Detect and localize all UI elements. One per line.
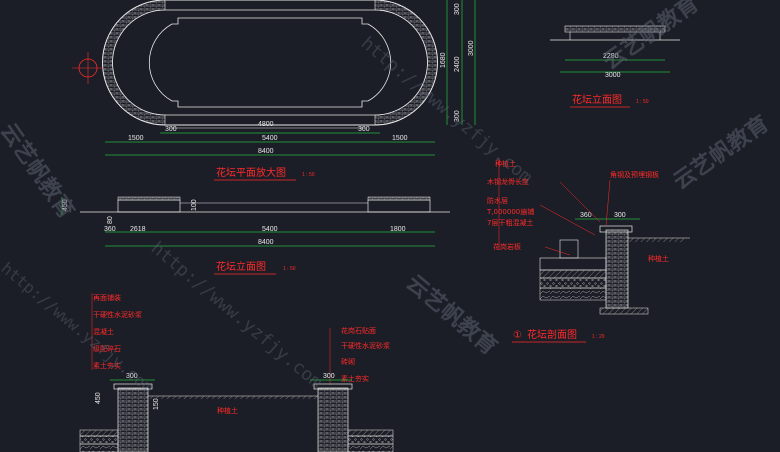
- bottom-left-label-0: 再面铺装: [93, 293, 121, 302]
- small-elev-dim-3000: 3000: [605, 72, 621, 79]
- bottom-right-label-1: 干硬性水泥砂浆: [341, 341, 390, 350]
- elev-dim-450: 450: [62, 199, 69, 211]
- plan-scale: 1 : 50: [302, 172, 315, 178]
- section-title: 花坛剖面图: [527, 328, 577, 341]
- elev-dim-100: 100: [191, 199, 198, 211]
- watermark-brand-1: 云艺帆教育: [0, 119, 79, 224]
- elev-dim-360: 360: [104, 226, 116, 233]
- plan-coping-left: [102, 0, 166, 126]
- elev-dim-2618: 2618: [130, 226, 146, 233]
- section-dim-300: 300: [614, 212, 626, 219]
- plan-dim-300-left: 300: [165, 126, 177, 133]
- plan-dim-300-top: 300: [454, 3, 461, 15]
- section-label-1: 木钢龙骨长度: [487, 177, 529, 186]
- section-view: 360 300 种植土 木钢龙骨长度 防水层 T,000000遍铺 7层干粗混凝…: [486, 158, 690, 343]
- watermark-brand-2: 云艺帆教育: [599, 0, 704, 75]
- plan-dim-1500-right: 1500: [392, 135, 408, 142]
- bottom-left-label-2: 混凝土: [93, 327, 114, 336]
- bottom-right-label-0: 花岗石贴面: [341, 326, 376, 335]
- bottom-soil-label: 种植土: [217, 406, 238, 415]
- bottom-dim-150: 150: [153, 398, 160, 410]
- bottom-dim-300-right: 300: [323, 373, 335, 380]
- section-label-5: 花岗岩板: [493, 242, 521, 251]
- bottom-left-label-1: 干硬性水泥砂浆: [93, 310, 142, 319]
- watermark-brand-3: 云艺帆教育: [669, 111, 774, 195]
- plan-bed-outline: [148, 17, 392, 108]
- bottom-left-label-3: 级配碎石: [93, 344, 121, 353]
- plan-dim-1500-left: 1500: [128, 135, 144, 142]
- watermark-url-3: http://www.yzfjy.com: [0, 259, 157, 397]
- small-elevation-view: 2280 3000 花坛立面图 1 : 50: [550, 25, 680, 108]
- bottom-section-view: 再面铺装 干硬性水泥砂浆 混凝土 级配碎石 素土夯实 花岗石贴面 干硬性水泥砂浆…: [79, 293, 394, 452]
- bottom-left-label-4: 素土夯实: [93, 361, 121, 370]
- plan-dim-2400: 2400: [454, 56, 461, 72]
- small-elevation-scale: 1 : 50: [636, 99, 649, 105]
- elevation-scale: 1 : 50: [283, 266, 296, 272]
- plan-dim-8400: 8400: [258, 148, 274, 155]
- elevation-view: 450 100 80 360 2618 5400 1800 8400 花坛立面图…: [61, 196, 450, 275]
- watermark-brand-4: 云艺帆教育: [401, 270, 502, 361]
- elev-dim-8400: 8400: [258, 239, 274, 246]
- section-label-2: 防水层: [487, 196, 508, 205]
- plan-dim-3000: 3000: [468, 40, 475, 56]
- section-label-0: 种植土: [495, 159, 516, 168]
- section-number: ①: [513, 330, 522, 341]
- bottom-dim-300-left: 300: [126, 373, 138, 380]
- section-label-3: T,000000遍铺: [486, 207, 534, 216]
- plan-center-marker: [72, 52, 104, 84]
- elev-dim-1800: 1800: [390, 226, 406, 233]
- bottom-right-label-2: 砖砌: [341, 357, 355, 366]
- small-elevation-title: 花坛立面图: [572, 93, 622, 106]
- elev-dim-5400: 5400: [262, 226, 278, 233]
- plan-dim-1680: 1680: [440, 52, 447, 68]
- plan-dim-5400: 5400: [262, 135, 278, 142]
- plan-dim-300-right: 300: [358, 126, 370, 133]
- bottom-right-label-3: 素土夯实: [341, 374, 369, 383]
- plan-dim-300-bottom: 300: [454, 110, 461, 122]
- bottom-dim-450: 450: [95, 392, 102, 404]
- elevation-title: 花坛立面图: [216, 260, 266, 273]
- section-scale: 1 : 20: [592, 334, 605, 340]
- plan-dim-4800: 4800: [258, 121, 274, 128]
- section-label-top: 角钢及预埋钢板: [610, 170, 659, 179]
- plan-coping-right: [374, 0, 438, 126]
- plan-view: 4800 300 300 1500 5400 1500 8400 300 168…: [72, 0, 476, 181]
- small-elev-dim-2280: 2280: [603, 53, 619, 60]
- section-dim-360: 360: [580, 212, 592, 219]
- plan-title: 花坛平面放大图: [216, 166, 286, 179]
- elev-dim-80: 80: [107, 216, 114, 224]
- section-label-soil: 种植土: [648, 254, 669, 263]
- section-label-4: 7层干粗混凝土: [487, 218, 533, 227]
